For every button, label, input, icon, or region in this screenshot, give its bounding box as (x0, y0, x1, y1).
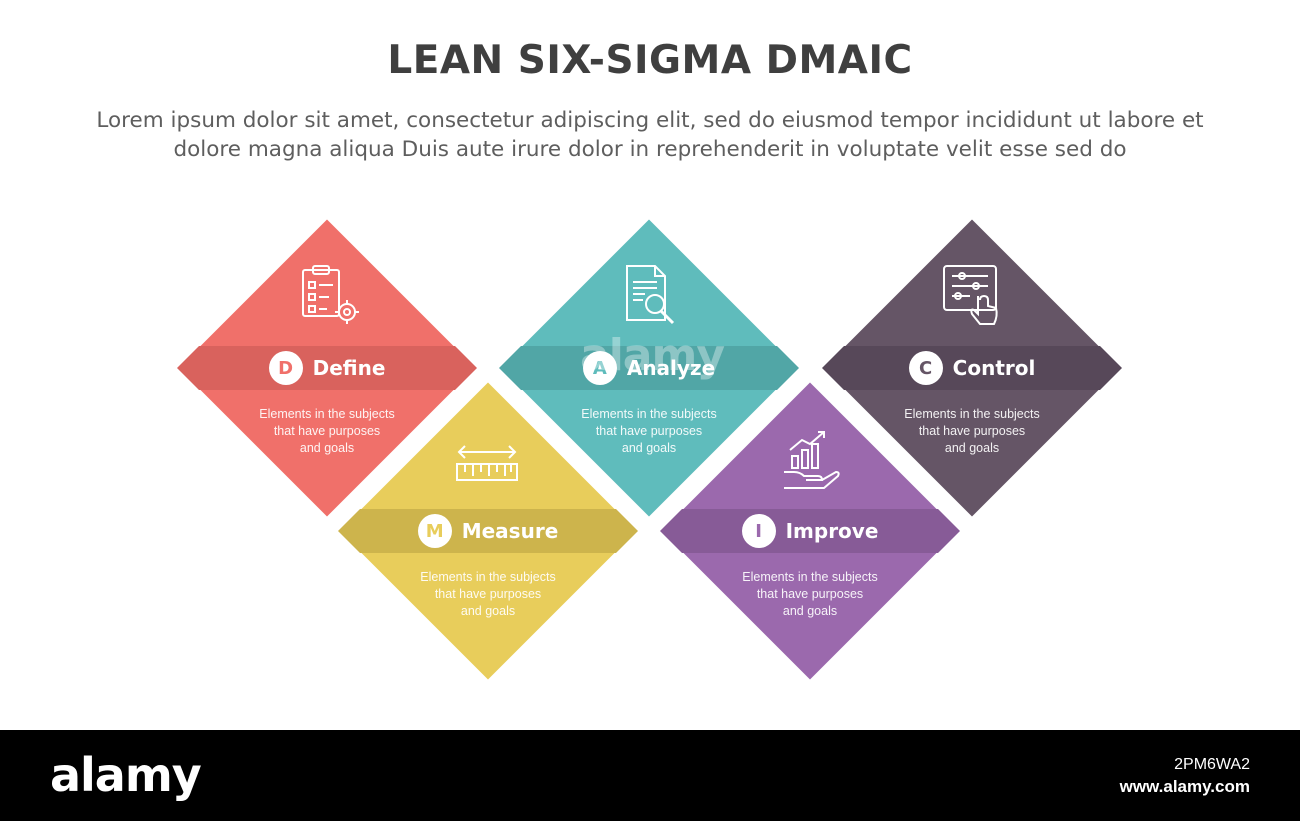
define-label: Define (312, 356, 386, 380)
page-subtitle: Lorem ipsum dolor sit amet, consectetur … (96, 108, 1204, 162)
measure-letter-badge: M (417, 514, 452, 548)
improve-band: I Improve (660, 509, 960, 553)
measure-label: Measure (461, 519, 559, 543)
analyze-label: Analyze (626, 356, 716, 380)
improve-label: Improve (785, 519, 879, 543)
define-band: D Define (177, 346, 477, 390)
clipboard-target-icon (297, 262, 361, 326)
growth-chart-hand-icon (780, 428, 844, 492)
analyze-band: A Analyze (499, 346, 799, 390)
control-panel-touch-icon (940, 262, 1004, 326)
footer-image-info: 2PM6WA2 www.alamy.com (1120, 754, 1250, 798)
footer-bar: alamy 2PM6WA2 www.alamy.com (0, 730, 1300, 821)
measure-band: M Measure (338, 509, 638, 553)
analyze-description: Elements in the subjects that have purpo… (581, 407, 717, 455)
document-search-icon (619, 262, 683, 326)
footer-logo: alamy (50, 748, 202, 802)
improve-description: Elements in the subjects that have purpo… (742, 570, 878, 618)
define-letter-badge: D (268, 351, 303, 385)
measure-description: Elements in the subjects that have purpo… (420, 570, 556, 618)
ruler-icon (455, 432, 519, 496)
image-id: 2PM6WA2 (1174, 756, 1250, 773)
control-label: Control (952, 356, 1036, 380)
page-title: LEAN SIX-SIGMA DMAIC (387, 38, 913, 83)
site-url[interactable]: www.alamy.com (1119, 777, 1250, 796)
control-letter-badge: C (908, 351, 943, 385)
analyze-letter-badge: A (582, 351, 617, 385)
dmaic-diagram: D Define Elements in the subjects that h… (177, 219, 1122, 680)
control-band: C Control (822, 346, 1122, 390)
define-description: Elements in the subjects that have purpo… (259, 407, 395, 455)
control-description: Elements in the subjects that have purpo… (904, 407, 1040, 455)
improve-letter-badge: I (741, 514, 776, 548)
